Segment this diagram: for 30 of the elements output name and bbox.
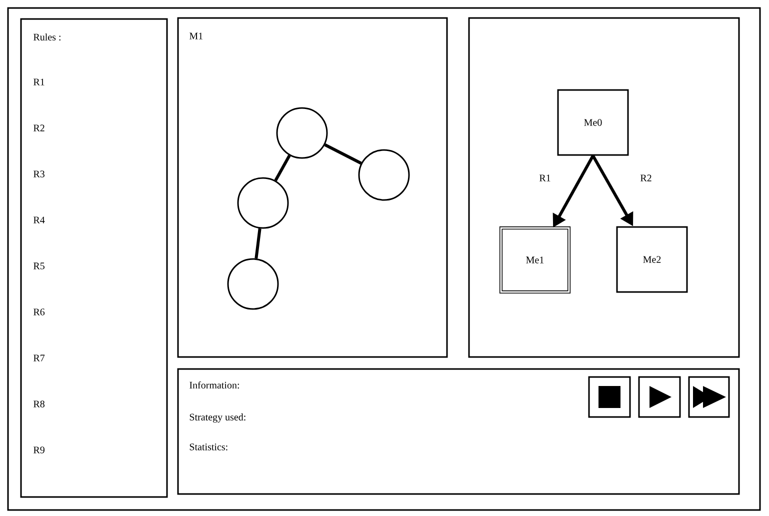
panel-text: Strategy used: [190, 413, 246, 423]
state-box: Me0 [557, 89, 629, 156]
panel-text: Information: [190, 381, 239, 389]
panel-text: M1 [190, 32, 202, 40]
panel-text: R1 [34, 78, 44, 86]
panel-text: R2 [34, 124, 44, 132]
panel-text: R6 [34, 308, 45, 316]
panel-text: R7 [34, 354, 45, 362]
panel [20, 18, 168, 498]
panel-text: R8 [34, 400, 44, 408]
edge-label: R2 [639, 174, 653, 182]
panel-text: R5 [34, 262, 44, 270]
circle-node [237, 177, 289, 229]
panel [177, 17, 448, 358]
edge-label: R1 [538, 174, 552, 182]
panel [468, 17, 740, 358]
panel [177, 368, 740, 495]
panel-text: Rules : [34, 33, 60, 41]
state-box: Me2 [616, 226, 688, 293]
circle-node [227, 258, 279, 310]
connector-line [324, 143, 362, 165]
connector-line [274, 154, 291, 182]
panel-text: R3 [34, 170, 44, 178]
circle-node [276, 107, 328, 159]
panel-text: R4 [34, 216, 45, 224]
state-box: Me1 [499, 226, 571, 294]
connector-line [254, 228, 262, 259]
panel-text: R9 [34, 446, 44, 454]
panel-text: Statistics: [190, 444, 228, 450]
circle-node [358, 149, 410, 201]
